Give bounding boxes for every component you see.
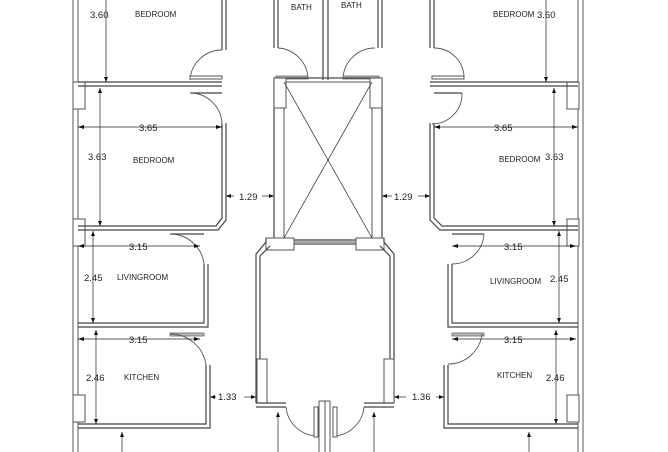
- left-kitchen-label: KITCHEN: [124, 373, 159, 382]
- left-kitchen-height: 2.46: [86, 373, 105, 384]
- right-livingroom-label: LIVINGROOM: [490, 277, 541, 286]
- bath-block: [273, 0, 383, 80]
- right-bedroom-height: 3.63: [545, 152, 564, 163]
- left-exterior-wall: [72, 0, 86, 452]
- right-livingroom-height: 2.45: [550, 274, 569, 285]
- corridor-upper-left-dim: 1.29: [239, 192, 258, 203]
- right-top-bedroom: [429, 0, 578, 87]
- left-bedroom-label: BEDROOM: [133, 156, 175, 165]
- right-kitchen-height: 2.46: [546, 373, 565, 384]
- elevator-shaft: [265, 77, 385, 251]
- left-top-bedroom-height: 3.60: [90, 10, 109, 21]
- right-top-bedroom-label: BEDROOM: [493, 10, 535, 19]
- right-bedroom-label: BEDROOM: [499, 155, 541, 164]
- left-livingroom: [78, 231, 209, 328]
- right-bedroom: [429, 88, 578, 231]
- corridor-lower-right-dim: 1.36: [412, 392, 431, 403]
- corridor-upper-right-dim: 1.29: [394, 192, 413, 203]
- right-bedroom-width: 3.65: [494, 123, 513, 134]
- lobby: [255, 238, 395, 452]
- bath-right-label: BATH: [341, 1, 362, 10]
- right-kitchen-label: KITCHEN: [497, 371, 532, 380]
- left-livingroom-label: LIVINGROOM: [117, 273, 168, 282]
- left-bedroom-height: 3.63: [88, 152, 107, 163]
- right-top-bedroom-height: 3.60: [537, 10, 556, 21]
- left-bedroom: [78, 88, 227, 231]
- left-livingroom-height: 2.45: [84, 273, 103, 284]
- right-kitchen: [443, 330, 578, 452]
- left-kitchen: [78, 330, 211, 452]
- left-top-bedroom-label: BEDROOM: [135, 10, 177, 19]
- corridor-dimensions: [210, 194, 444, 399]
- left-livingroom-width: 3.15: [129, 242, 148, 253]
- left-bedroom-width: 3.65: [139, 123, 158, 134]
- right-livingroom: [447, 231, 578, 328]
- bath-left-label: BATH: [291, 3, 312, 12]
- corridor-lower-left-dim: 1.33: [218, 392, 237, 403]
- right-kitchen-width: 3.15: [504, 335, 523, 346]
- left-kitchen-width: 3.15: [129, 335, 148, 346]
- right-livingroom-width: 3.15: [504, 242, 523, 253]
- left-top-bedroom: [78, 0, 227, 87]
